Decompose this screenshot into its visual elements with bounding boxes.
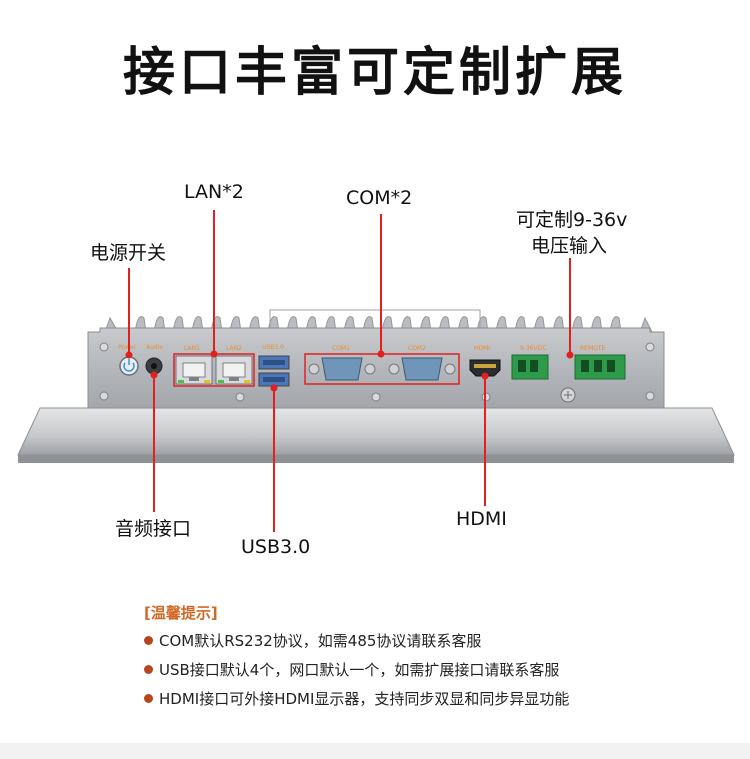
panel-label-lan2: LAN2 bbox=[226, 345, 242, 352]
tip-text: COM默认RS232协议，如需485协议请联系客服 bbox=[159, 632, 482, 650]
display-base-plate bbox=[17, 407, 735, 463]
dc-input-terminal bbox=[511, 354, 626, 380]
callout-hdmi: HDMI bbox=[456, 508, 507, 530]
callout-voltage-line1: 可定制9-36v bbox=[516, 209, 628, 231]
hdmi-port bbox=[469, 359, 501, 377]
bullet-icon bbox=[144, 636, 153, 645]
panel-label-usb: USB3.0 bbox=[262, 344, 284, 351]
callout-lan: LAN*2 bbox=[184, 181, 244, 203]
tip-item: USB接口默认4个，网口默认一个，如需扩展接口请联系客服 bbox=[144, 659, 559, 680]
panel-label-audio: Audio bbox=[146, 344, 163, 351]
device-diagram: Power Audio LAN1 LAN2 USB3.0 COM1 COM2 H… bbox=[17, 210, 735, 532]
panel-label-remote: REMOTE bbox=[580, 345, 606, 352]
tip-item: COM默认RS232协议，如需485协议请联系客服 bbox=[144, 630, 481, 651]
callout-audio: 音频接口 bbox=[115, 518, 192, 540]
tip-text: HDMI接口可外接HDMI显示器，支持同步双显和同步异显功能 bbox=[159, 690, 570, 708]
callout-power-switch: 电源开关 bbox=[90, 242, 167, 264]
tip-item: HDMI接口可外接HDMI显示器，支持同步双显和同步异显功能 bbox=[144, 688, 569, 709]
tip-text: USB接口默认4个，网口默认一个，如需扩展接口请联系客服 bbox=[159, 661, 560, 679]
bullet-icon bbox=[144, 694, 153, 703]
ground-screw bbox=[560, 387, 576, 403]
lan-ports bbox=[175, 355, 253, 385]
tips-heading: [温馨提示] bbox=[144, 604, 218, 622]
panel-label-com2: COM2 bbox=[408, 345, 426, 352]
panel-label-power: Power bbox=[118, 344, 137, 351]
page-title: 接口丰富可定制扩展 bbox=[122, 43, 627, 103]
callout-com: COM*2 bbox=[346, 187, 413, 209]
footer-bar bbox=[0, 743, 750, 759]
callout-voltage-line2: 电压输入 bbox=[531, 235, 608, 257]
com-ports bbox=[308, 357, 456, 381]
panel-label-hdmi: HDMI bbox=[474, 345, 490, 352]
panel-label-dcin: 9-36VDC bbox=[520, 345, 547, 352]
panel-label-lan1: LAN1 bbox=[184, 345, 200, 352]
bullet-icon bbox=[144, 665, 153, 674]
panel-label-com1: COM1 bbox=[332, 345, 350, 352]
io-panel-body bbox=[87, 327, 665, 409]
power-button bbox=[119, 356, 139, 376]
callout-usb: USB3.0 bbox=[241, 536, 311, 558]
usb-ports bbox=[258, 355, 290, 387]
